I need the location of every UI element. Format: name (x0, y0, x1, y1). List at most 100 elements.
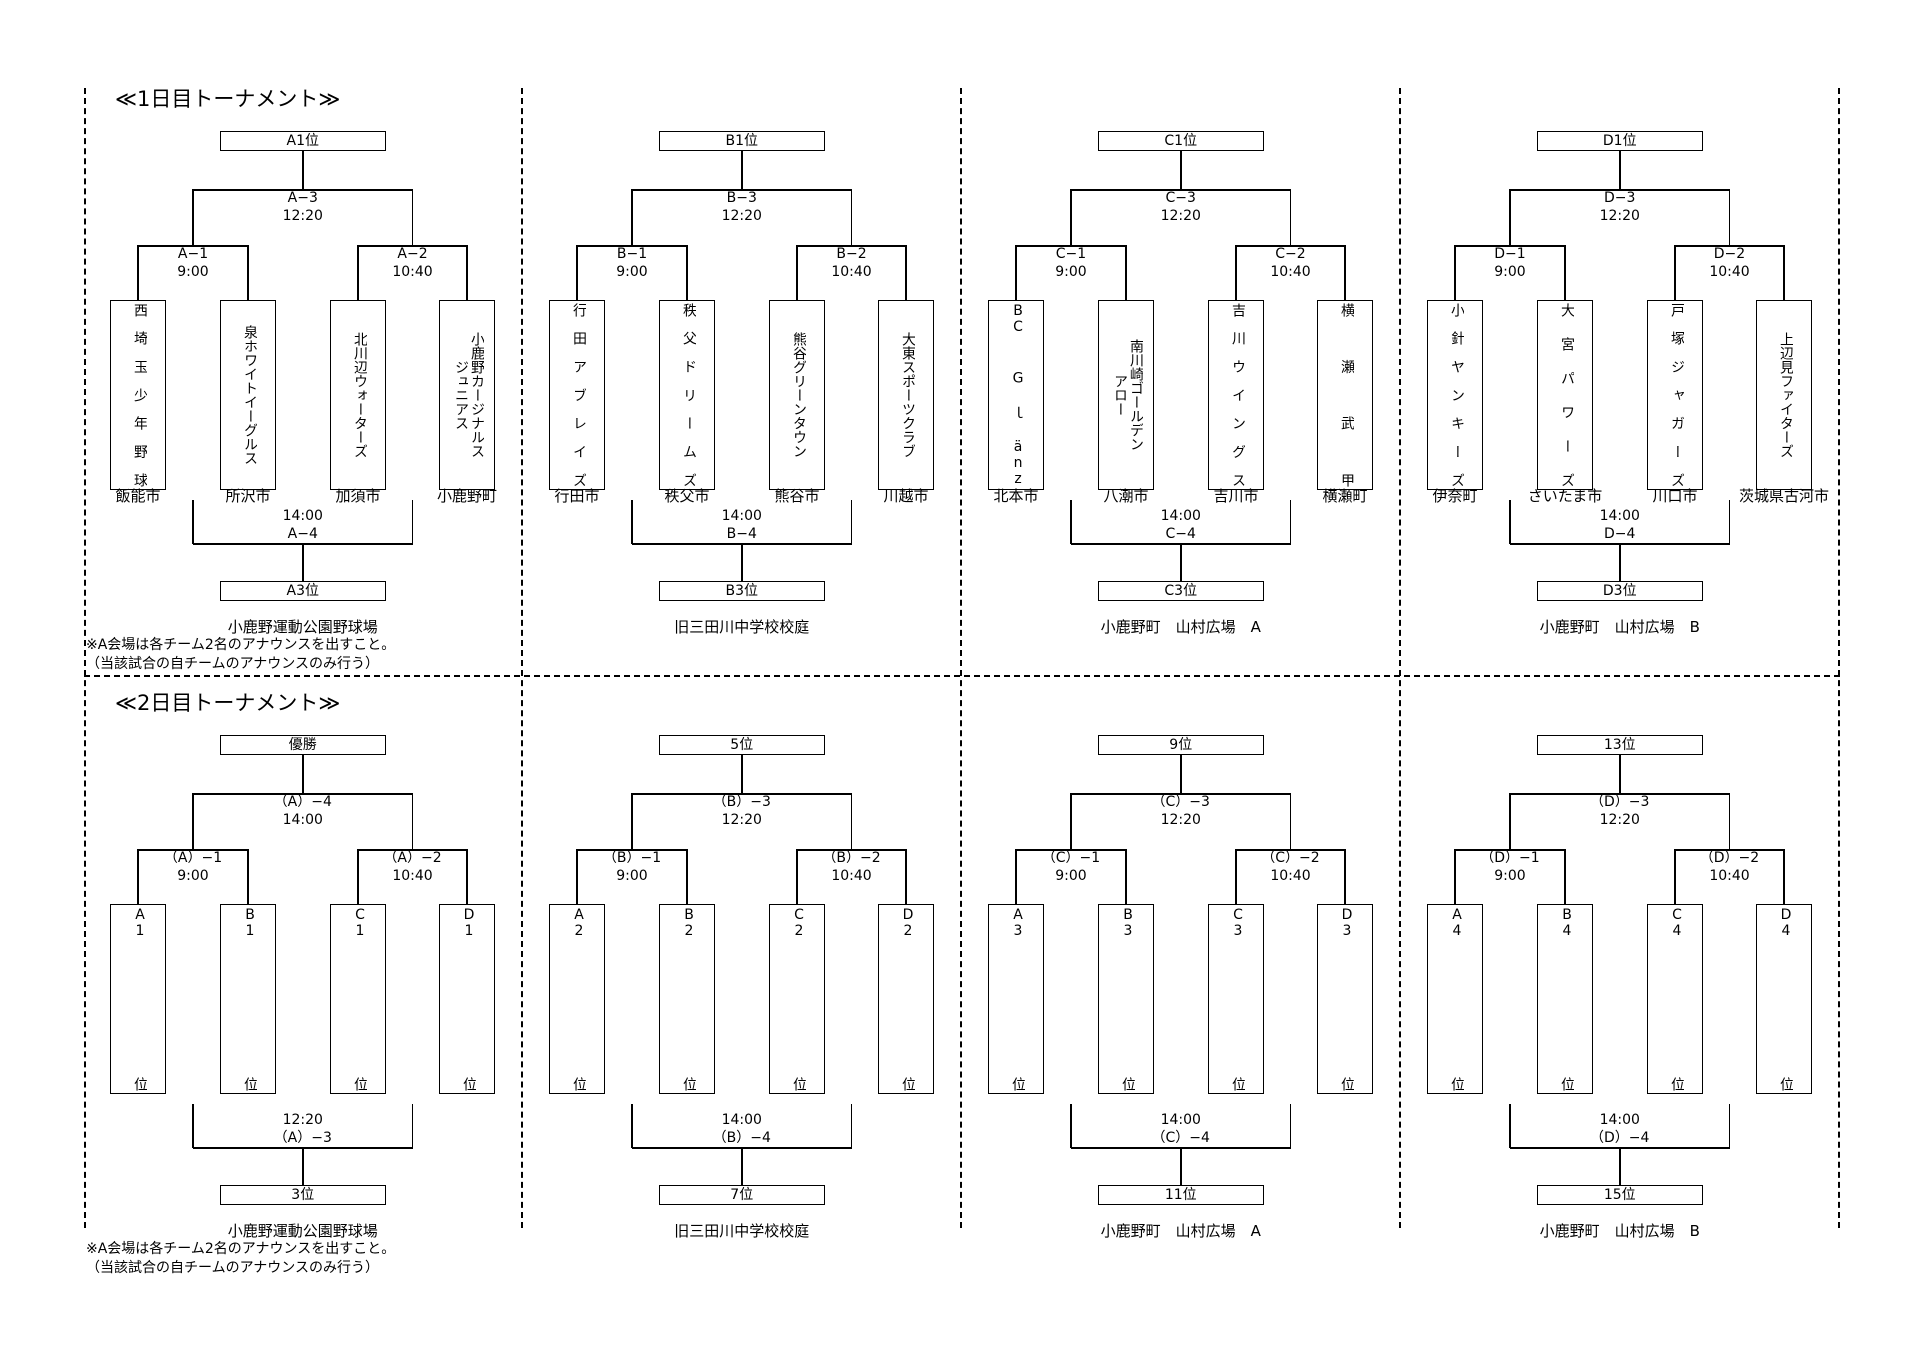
venue-note: （当該試合の自チームのアナウンスのみ行う） (86, 1260, 380, 1276)
bracket-line (1509, 1104, 1511, 1148)
team-name: A1位 (132, 907, 147, 1091)
team-name: 上辺見ファイターズ (1778, 332, 1793, 458)
third-place-match-code: C−4 (1165, 526, 1196, 542)
bracket-line (1455, 849, 1565, 851)
bracket-line (1180, 1147, 1182, 1185)
day-title: ≪2日目トーナメント≫ (115, 691, 341, 715)
team-name: 戸塚ジャガーズ (1669, 303, 1684, 487)
bracket-line (411, 500, 414, 544)
team-box: A1位 (110, 904, 166, 1094)
team-box: A4位 (1427, 904, 1483, 1094)
bracket-line (192, 500, 194, 544)
final-match-time: 12:20 (1599, 208, 1640, 224)
team-box: D2位 (878, 904, 934, 1094)
team-city: 秩父市 (664, 487, 710, 505)
final-match-code: （D）−3 (1590, 794, 1650, 810)
semi-left-match-time: 9:00 (1055, 868, 1087, 884)
bracket-line (1509, 500, 1511, 544)
team-box: BC Gｌänz (988, 300, 1044, 490)
team-box: B3位 (1098, 904, 1154, 1094)
bracket-line (1071, 189, 1291, 191)
day-divider-horizontal (84, 675, 1840, 677)
semi-left-match-code: （C）−1 (1041, 850, 1101, 866)
final-match-code: A−3 (287, 190, 318, 206)
venue-name: 旧三田川中学校校庭 (674, 618, 810, 636)
team-box: 南川崎ゴールデンアロー (1098, 300, 1154, 490)
final-match-time: 12:20 (282, 208, 323, 224)
team-name: 横瀬武甲 (1339, 303, 1354, 487)
top-place-box: C1位 (1097, 131, 1264, 151)
team-box: C1位 (330, 904, 386, 1094)
bracket-line (1125, 849, 1127, 904)
semi-right-match-time: 10:40 (1709, 264, 1750, 280)
venue-note: ※A会場は各チーム2名のアナウンスを出すこと。 (86, 637, 396, 653)
team-name: B3位 (1120, 907, 1135, 1091)
bracket-line (411, 1104, 414, 1148)
team-name: B1位 (242, 907, 257, 1091)
team-name: C4位 (1669, 907, 1684, 1091)
bracket-line (1070, 1104, 1072, 1148)
final-match-code: （B）−3 (712, 794, 771, 810)
bottom-place-box: 3位 (219, 1185, 386, 1205)
team-name: 南川崎ゴールデン (1128, 339, 1143, 451)
bracket-line (192, 189, 194, 245)
bracket-line (1564, 849, 1566, 904)
bracket-line (631, 500, 633, 544)
bracket-line (411, 793, 414, 849)
semi-left-match-time: 9:00 (616, 264, 648, 280)
semi-left-match-time: 9:00 (177, 868, 209, 884)
team-city: 北本市 (993, 487, 1039, 505)
team-name: 小鹿野カージナルス (469, 332, 484, 458)
bracket-line (1509, 189, 1511, 245)
semi-right-match-code: C−2 (1275, 246, 1306, 262)
bracket-line (137, 245, 139, 300)
team-box: A3位 (988, 904, 1044, 1094)
team-name: A3位 (1010, 907, 1025, 1091)
third-place-match-time: 14:00 (1599, 1112, 1640, 1128)
team-box: D1位 (439, 904, 495, 1094)
team-city: 所沢市 (225, 487, 271, 505)
bracket-line (797, 849, 906, 851)
semi-right-match-code: （B）−2 (822, 850, 881, 866)
team-box: 上辺見ファイターズ (1756, 300, 1812, 490)
semi-right-match-time: 10:40 (392, 264, 433, 280)
team-box: 行田アブレイズ (549, 300, 605, 490)
bracket-line (1619, 543, 1621, 581)
team-name: 行田アブレイズ (571, 303, 586, 487)
semi-right-match-code: D−2 (1713, 246, 1746, 262)
bracket-line (1783, 849, 1785, 904)
bracket-line (1454, 245, 1456, 300)
bracket-line (1510, 189, 1730, 191)
bracket-line (1236, 849, 1345, 851)
team-name: B4位 (1559, 907, 1574, 1091)
team-name: BC Gｌänz (1010, 303, 1025, 487)
bracket-line (358, 245, 467, 247)
bracket-line (1289, 793, 1292, 849)
top-place-box: A1位 (219, 131, 386, 151)
semi-right-match-time: 10:40 (1270, 264, 1311, 280)
bracket-line (302, 543, 304, 581)
bracket-line (1180, 543, 1182, 581)
semi-right-match-time: 10:40 (1270, 868, 1311, 884)
bracket-line (797, 245, 906, 247)
bracket-line (1016, 849, 1126, 851)
bracket-line (577, 245, 687, 247)
bracket-line (631, 1104, 633, 1148)
top-place-box: B1位 (658, 131, 825, 151)
top-place-box: 9位 (1097, 735, 1264, 755)
semi-right-match-code: A−2 (397, 246, 428, 262)
team-box: A2位 (549, 904, 605, 1094)
bracket-line (138, 245, 248, 247)
bracket-line (1510, 793, 1730, 795)
team-box: B4位 (1537, 904, 1593, 1094)
third-place-match-code: （D）−4 (1590, 1130, 1650, 1146)
bottom-place-box: C3位 (1097, 581, 1264, 601)
semi-right-match-code: （C）−2 (1261, 850, 1320, 866)
final-match-code: C−3 (1165, 190, 1196, 206)
bottom-place-box: B3位 (658, 581, 825, 601)
team-city: 小鹿野町 (436, 487, 497, 505)
bracket-line (1619, 1147, 1621, 1185)
bracket-line (686, 245, 688, 300)
team-name: A4位 (1449, 907, 1464, 1091)
bracket-line (850, 189, 853, 245)
